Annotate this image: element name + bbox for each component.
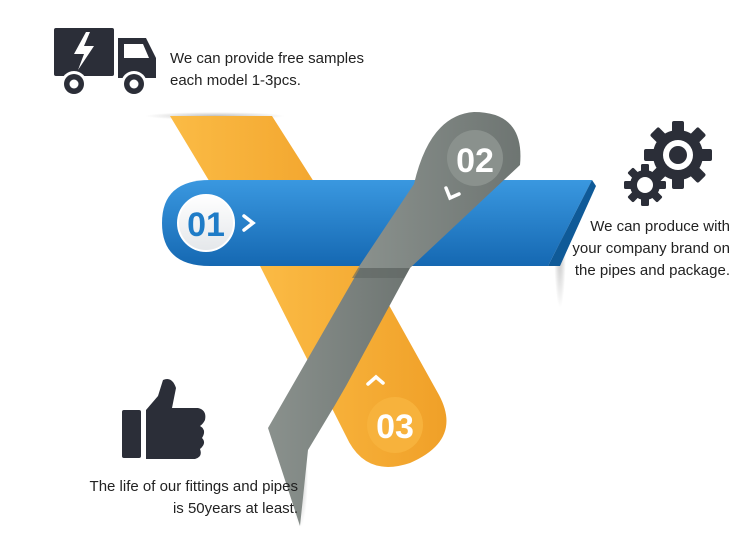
step-1-caption-line: each model 1-3pcs.: [170, 72, 301, 89]
step-3-number: 03: [376, 408, 414, 446]
step-2-caption-line: We can produce with: [590, 218, 730, 235]
step-1-caption: We can provide free samples each model 1…: [170, 48, 364, 92]
thumbs-up-icon: [122, 379, 206, 459]
blue-ribbon-fold: [548, 180, 596, 266]
step-1-caption-line: We can provide free samples: [170, 50, 364, 67]
step-2-caption-line: the pipes and package.: [574, 262, 730, 279]
chevron-up-icon: [366, 374, 385, 386]
grey-ribbon-crossing: [352, 268, 410, 278]
step-1-badge: 01: [177, 194, 256, 252]
step-3-caption: The life of our fittings and pipes is 50…: [40, 476, 298, 520]
truck-icon: [54, 28, 156, 97]
blue-ribbon: [162, 180, 592, 266]
step-1-number: 01: [187, 206, 225, 244]
chevron-right-icon: [242, 214, 256, 232]
step-2-caption: We can produce with your company brand o…: [530, 216, 730, 282]
gears-icon: [624, 121, 712, 206]
grey-ribbon-lower: [268, 268, 410, 526]
step-3-caption-line: The life of our fittings and pipes: [89, 478, 298, 495]
step-2-badge: 02: [444, 130, 503, 201]
step-3-caption-line: is 50years at least.: [172, 500, 298, 517]
step-3-badge: 03: [366, 374, 423, 453]
chevron-down-icon: [444, 186, 461, 201]
step-2-caption-line: your company brand on: [572, 240, 730, 257]
step-2-number: 02: [456, 142, 494, 180]
